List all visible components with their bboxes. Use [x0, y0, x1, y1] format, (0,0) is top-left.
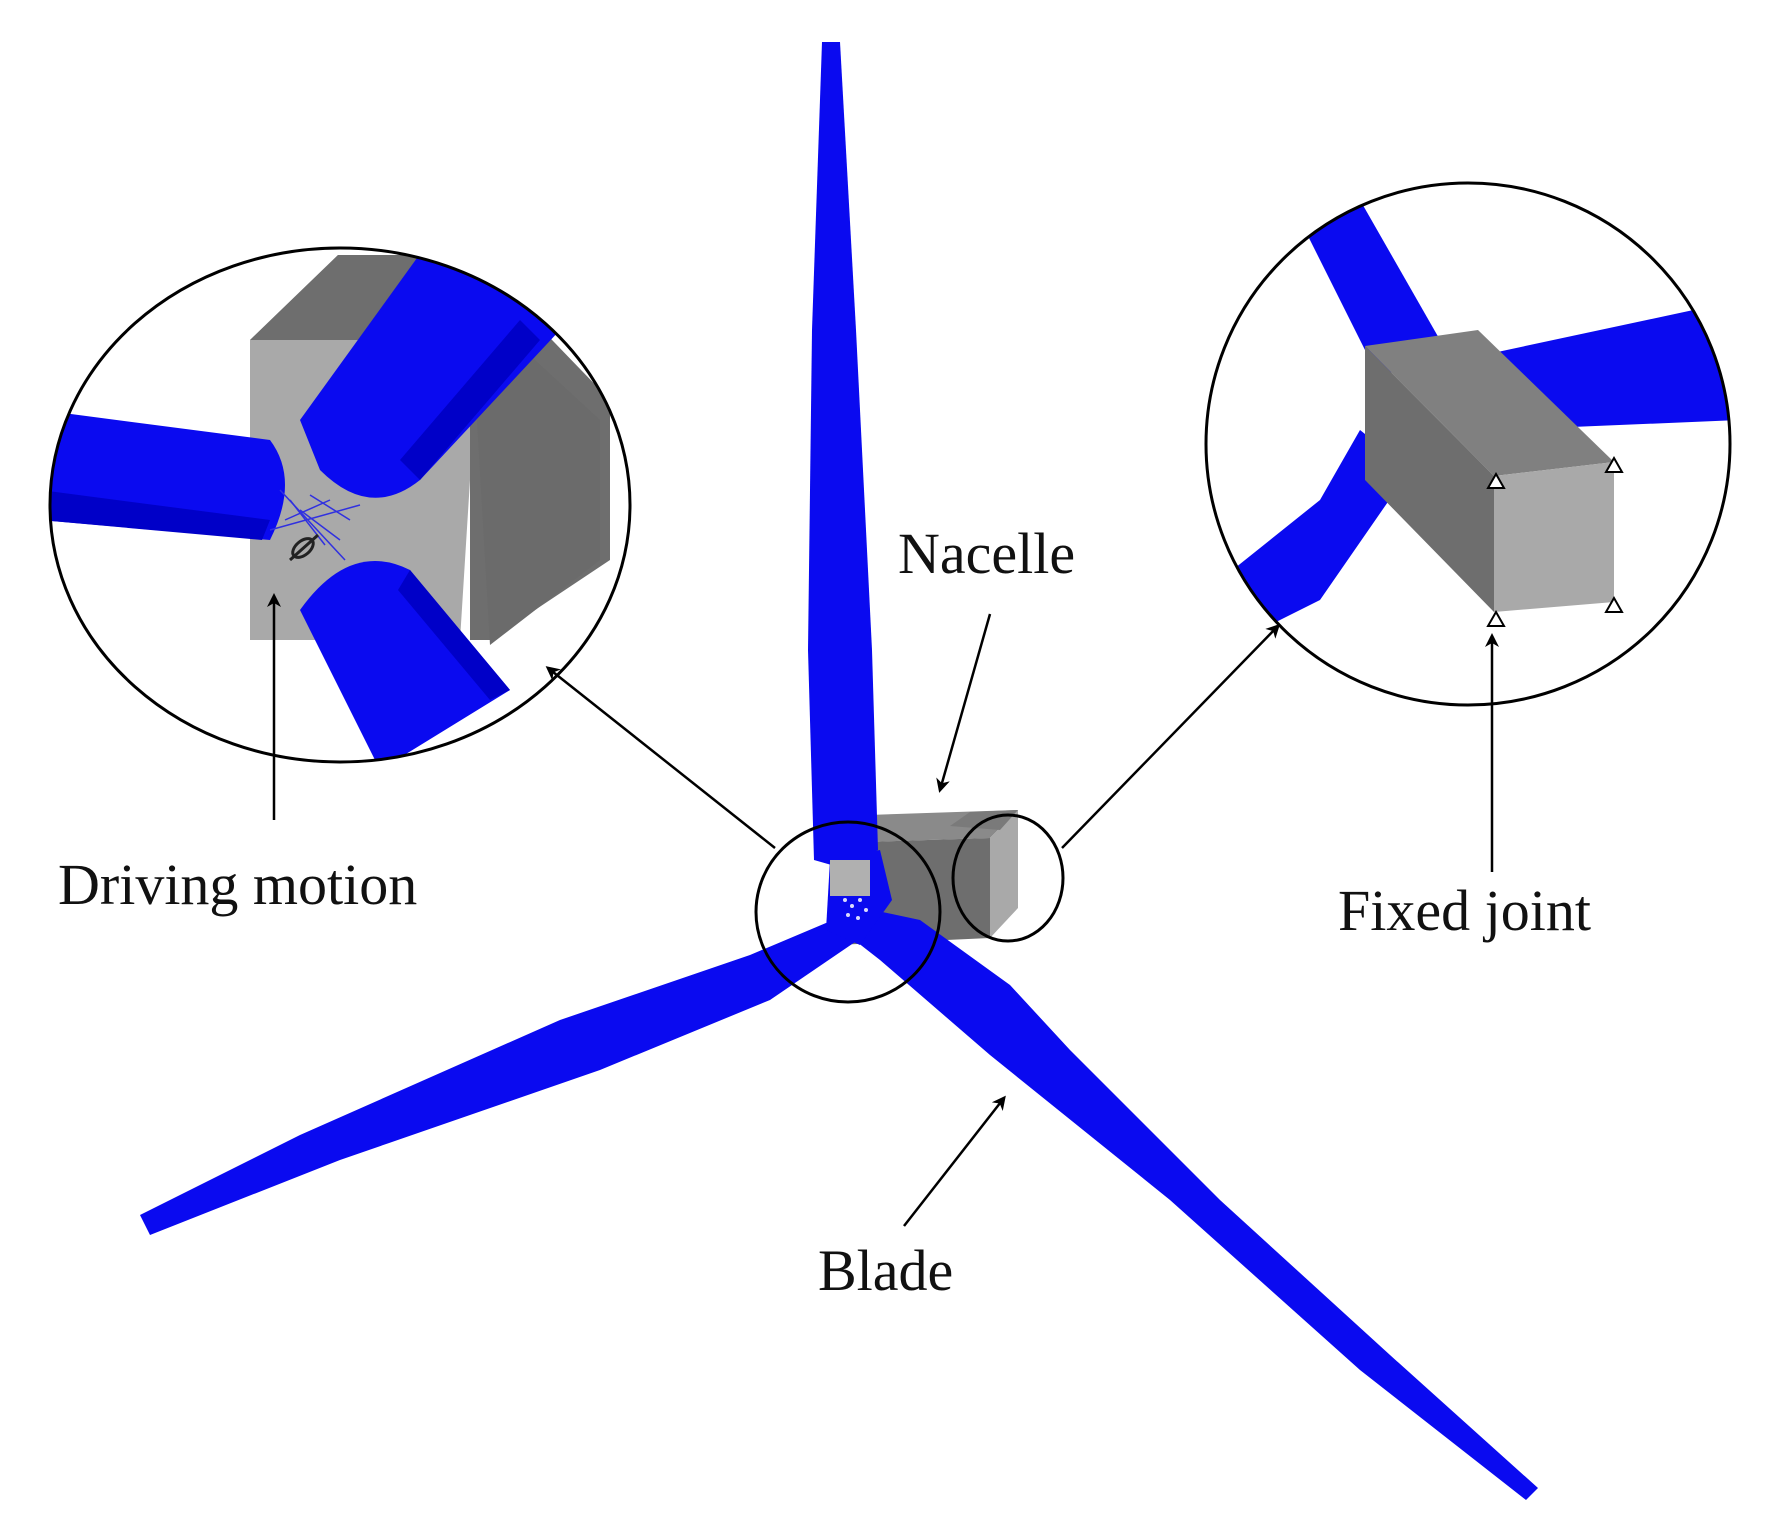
zoom-right-nacelle-end: [1494, 462, 1614, 612]
zoom-left-blade-lower: [300, 561, 510, 762]
arrow-blade: [903, 1095, 1006, 1227]
hub-highlight-circle: [754, 820, 942, 1004]
label-fixed-joint: Fixed joint: [1338, 878, 1591, 943]
driving-motion-marker: [269, 489, 361, 561]
fixed-joint-markers: [1486, 455, 1624, 627]
blades: [140, 42, 1538, 1500]
zoom-right-blade-upper: [1290, 200, 1440, 380]
blade-top: [808, 42, 878, 868]
zoom-right-circle: [1204, 181, 1732, 707]
label-blade: Blade: [818, 1238, 953, 1303]
zoom-right-blade-lower: [1220, 430, 1410, 640]
label-nacelle: Nacelle: [898, 521, 1075, 586]
driving-motion-arrow-icon: [289, 533, 319, 562]
zoom-right-nacelle-top: [1365, 330, 1614, 476]
blade-right: [848, 905, 1538, 1500]
triangle-marker-icon: [1604, 455, 1624, 473]
hub-gap: [830, 860, 870, 896]
triangle-marker-icon: [1486, 471, 1506, 489]
arrow-nacelle-to-right-zoom: [1061, 623, 1281, 849]
zoom-left-circle: [48, 246, 632, 764]
triangle-marker-icon: [1604, 595, 1624, 613]
triangle-marker-icon: [1486, 609, 1506, 627]
arrow-hub-to-left-zoom: [545, 666, 776, 849]
arrow-nacelle-label: [936, 613, 992, 793]
label-driving-motion: Driving motion: [58, 852, 417, 917]
blade-left: [140, 912, 858, 1235]
nacelle-end-face: [990, 810, 1018, 938]
nacelle-end-highlight-circle: [951, 813, 1065, 943]
turbine-main-view: [140, 42, 1538, 1500]
leader-arrows: [267, 593, 1499, 1227]
zoom-left-blade-upper: [300, 248, 560, 498]
zoom-fixed-joint: [1204, 181, 1732, 707]
zoom-right-nacelle-side: [1365, 346, 1494, 612]
zoom-driving-motion: [48, 246, 632, 764]
